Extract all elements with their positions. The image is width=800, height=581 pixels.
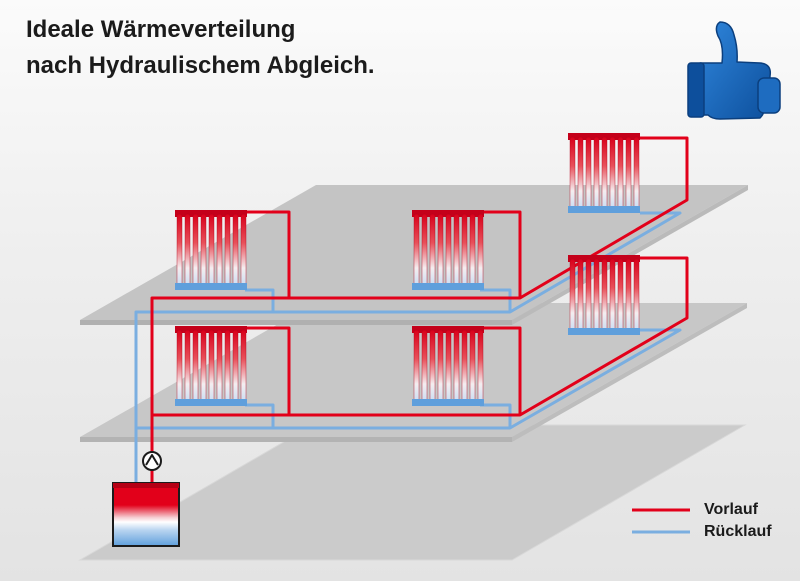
title-line-2: nach Hydraulischem Abgleich. — [26, 52, 375, 79]
radiator-icon — [175, 210, 247, 290]
radiator-icon — [412, 326, 484, 406]
radiator-icon — [412, 210, 484, 290]
title-line-1: Ideale Wärmeverteilung — [26, 16, 296, 43]
pump-icon — [142, 451, 162, 471]
supply-pipes — [150, 136, 689, 484]
radiator-icon — [568, 255, 640, 335]
page-title: Ideale Wärmeverteilung nach Hydraulische… — [26, 12, 375, 84]
radiator-icon — [175, 326, 247, 406]
legend-supply-label: Vorlauf — [704, 501, 758, 518]
radiator-icon — [568, 133, 640, 213]
boiler-icon — [112, 482, 180, 547]
thumbs-up-icon — [687, 21, 781, 120]
legend-return-label: Rücklauf — [704, 523, 772, 540]
